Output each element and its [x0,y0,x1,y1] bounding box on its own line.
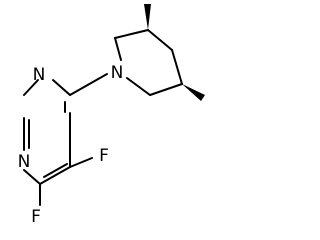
bond-c4-c5 [171,49,183,85]
bond-c4-n-piperidine [69,73,108,96]
atom-f-lower-label: F [31,207,41,227]
bond-n1-c6 [23,169,41,185]
atom-n-piperidine-label: N [111,63,124,83]
molecule-structure: N N N F F [18,4,205,227]
bond-c3-c4 [147,29,173,51]
atom-n3-label: N [33,65,46,85]
bond-c5-c6 [149,83,183,96]
bond-n3-c2 [23,79,39,96]
bond-c2-c3 [114,29,149,39]
bond-n3-c4 [52,79,71,96]
pyrimidine-ring [23,79,71,185]
atom-f-upper-label: F [99,146,109,166]
bond-c6-n [126,77,151,96]
fluorine-bonds [39,157,93,206]
bond-n-c2 [114,37,122,61]
atom-n1-label: N [18,152,31,172]
bond-c5-f [69,157,93,168]
bond-c6-c5-double [43,163,68,178]
piperidine-ring [114,29,183,96]
methyl-wedge-upper [144,4,151,30]
methyl-wedge-lower [182,84,205,101]
bond-c6-c5 [39,166,71,185]
